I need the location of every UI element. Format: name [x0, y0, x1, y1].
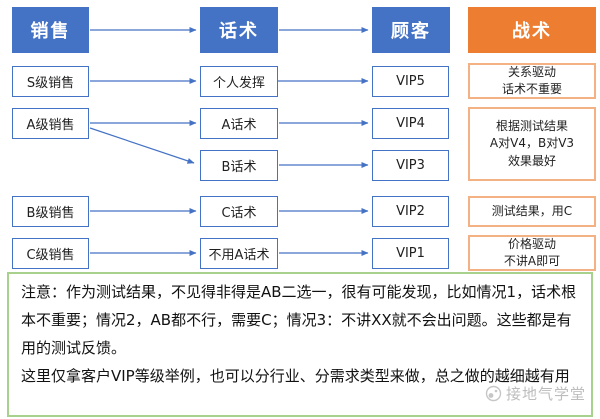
node-script-a: A话术	[200, 108, 278, 139]
tactic-line: 不讲A即可	[503, 254, 561, 268]
tactic-line: 测试结果，用C	[491, 203, 573, 218]
node-customer-vip1: VIP1	[372, 238, 449, 269]
node-sales-c: C级销售	[12, 238, 89, 269]
header-tactics: 战术	[468, 7, 596, 53]
tactic-line: 话术不重要	[501, 82, 562, 96]
tactic-line: 价格驱动	[507, 236, 556, 251]
header-customers: 顾客	[372, 7, 450, 53]
tactic-test-use-c: 测试结果，用C	[468, 196, 596, 227]
header-scripts: 话术	[200, 7, 278, 53]
header-sales: 销售	[12, 7, 89, 53]
node-sales-b: B级销售	[12, 196, 89, 227]
node-customer-vip3: VIP3	[372, 150, 449, 181]
tactic-relationship-driven: 关系驱动 话术不重要	[468, 63, 596, 99]
note-box: 注意：作为测试结果，不见得非得是AB二选一，很有可能发现，比如情况1，话术根本不…	[7, 272, 593, 417]
tactic-line: 根据测试结果	[495, 118, 568, 133]
tactic-test-results-ab: 根据测试结果 A对V4，B对V3 效果最好	[468, 107, 596, 181]
note-paragraph-2: 这里仅拿客户VIP等级举例，也可以分行业、分需求类型来做，总之做的越细越有用	[21, 367, 570, 385]
tactic-price-driven: 价格驱动 不讲A即可	[468, 235, 596, 271]
node-customer-vip2: VIP2	[372, 196, 449, 227]
node-sales-a: A级销售	[12, 108, 89, 139]
note-paragraph-1: 注意：作为测试结果，不见得非得是AB二选一，很有可能发现，比如情况1，话术根本不…	[21, 283, 577, 357]
brand-watermark-label: 接地气学堂	[505, 385, 586, 403]
jiediqi-logo-icon	[485, 385, 502, 402]
node-script-not-a: 不用A话术	[200, 238, 278, 269]
node-customer-vip4: VIP4	[372, 108, 449, 139]
node-customer-vip5: VIP5	[372, 66, 449, 97]
arrow-a-to-bhuashu	[89, 127, 195, 164]
node-script-c: C话术	[200, 196, 278, 227]
brand-watermark: 接地气学堂	[485, 383, 586, 404]
tactic-line: 效果最好	[507, 153, 556, 168]
node-script-personal: 个人发挥	[200, 66, 278, 97]
node-script-b: B话术	[200, 150, 278, 181]
tactic-line: A对V4，B对V3	[489, 136, 575, 151]
tactic-line: 关系驱动	[507, 64, 556, 79]
node-sales-s: S级销售	[12, 66, 89, 97]
